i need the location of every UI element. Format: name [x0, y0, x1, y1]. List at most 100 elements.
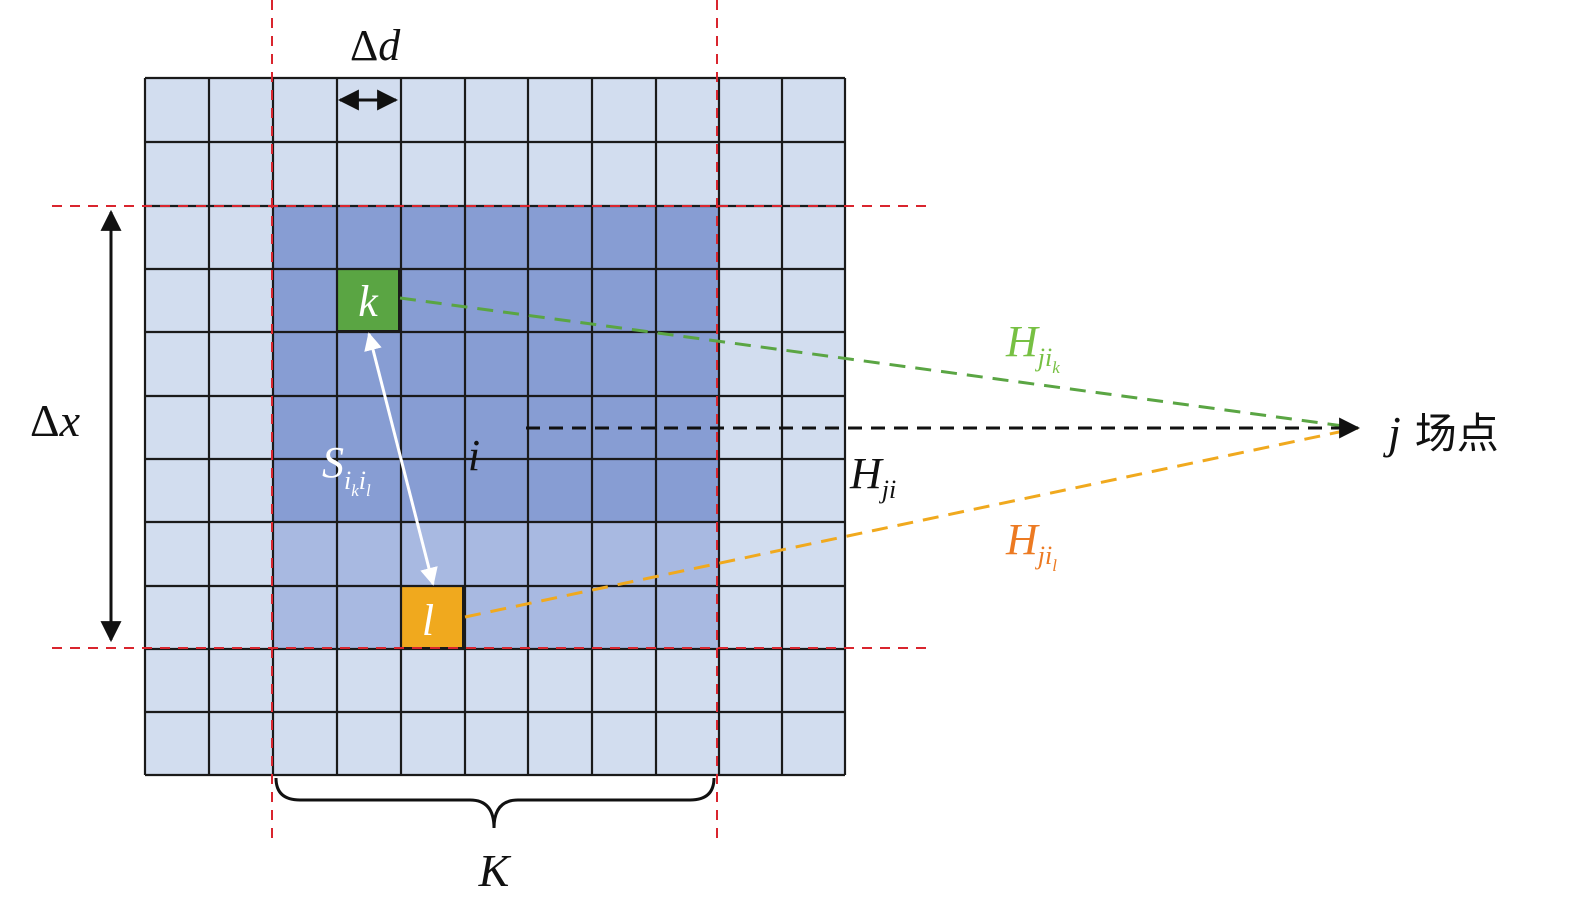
- grid-cell: [337, 332, 401, 396]
- grid-cell: [145, 142, 209, 206]
- delta-x-label: Δx: [30, 395, 81, 446]
- center-i-label: i: [468, 431, 480, 480]
- grid-cell: [782, 78, 845, 142]
- delta-d-label: Δd: [350, 21, 401, 70]
- grid-cell: [656, 332, 719, 396]
- grid-cell: [145, 712, 209, 775]
- grid-cell: [337, 712, 401, 775]
- grid-cell: [465, 586, 528, 649]
- grid-cell: [528, 206, 592, 269]
- grid-cell: [465, 712, 528, 775]
- cell-k-label: k: [358, 277, 379, 326]
- grid-cell: [656, 206, 719, 269]
- grid-cell: [656, 712, 719, 775]
- grid-cell: [401, 206, 465, 269]
- grid-cell: [656, 522, 719, 586]
- grid-cell: [465, 522, 528, 586]
- grid-cell: [465, 396, 528, 459]
- ray-orange-l: [464, 426, 1359, 619]
- grid-cell: [592, 269, 656, 332]
- grid-cell: [401, 332, 465, 396]
- grid-cell: [782, 586, 845, 649]
- grid-cell: [528, 78, 592, 142]
- h-jil-label: Hjil: [1005, 515, 1057, 575]
- grid-cell: [656, 78, 719, 142]
- grid-cell: [719, 649, 782, 712]
- red-guide-lines: [52, 0, 930, 845]
- grid-cell: [528, 586, 592, 649]
- grid-cell: [209, 396, 273, 459]
- grid-cell: [465, 78, 528, 142]
- grid-cell: [209, 78, 273, 142]
- grid-cell: [465, 269, 528, 332]
- grid-cell: [209, 269, 273, 332]
- grid-cell: [145, 586, 209, 649]
- grid-cell: [401, 649, 465, 712]
- grid-cell: [719, 206, 782, 269]
- grid-cell: [209, 206, 273, 269]
- grid-cell: [145, 269, 209, 332]
- grid-cell: [273, 586, 337, 649]
- grid-cell: [273, 522, 337, 586]
- grid-cell: [465, 459, 528, 522]
- grid-cell: [719, 522, 782, 586]
- grid-cell: [782, 712, 845, 775]
- grid-cell: [719, 459, 782, 522]
- grid-cell: [528, 522, 592, 586]
- grid-cell: [209, 459, 273, 522]
- grid-cell: [273, 269, 337, 332]
- h-jik-label: Hjik: [1005, 317, 1060, 377]
- grid-cell: [273, 396, 337, 459]
- grid-cell: [719, 332, 782, 396]
- grid-cell: [656, 142, 719, 206]
- grid-cell: [528, 332, 592, 396]
- grid-cell: [719, 396, 782, 459]
- grid-cell: [592, 586, 656, 649]
- grid-cell: [209, 522, 273, 586]
- grid-cell: [465, 142, 528, 206]
- grid-cell: [209, 712, 273, 775]
- grid-cell: [592, 649, 656, 712]
- grid-cell: [337, 78, 401, 142]
- cell-l: [400, 585, 464, 649]
- grid-cell: [465, 649, 528, 712]
- cell-l-label: l: [422, 596, 434, 645]
- brace-k-label: K: [478, 845, 512, 896]
- grid-cell: [782, 206, 845, 269]
- grid-cell: [145, 649, 209, 712]
- grid-cell: [782, 142, 845, 206]
- grid-cell: [273, 332, 337, 396]
- grid-cell: [656, 269, 719, 332]
- grid-cell: [401, 712, 465, 775]
- distance-arrow-s: [364, 332, 438, 586]
- h-ji-label: Hji: [849, 449, 896, 504]
- grid-cell: [209, 649, 273, 712]
- grid-cell: [782, 332, 845, 396]
- grid-cell: [782, 459, 845, 522]
- grid-cell: [337, 586, 401, 649]
- grid-cell: [592, 206, 656, 269]
- grid-cell: [209, 142, 273, 206]
- grid-cell: [528, 649, 592, 712]
- grid-cell: [465, 332, 528, 396]
- grid-cell: [465, 206, 528, 269]
- grid-cell: [782, 649, 845, 712]
- grid-cell: [592, 142, 656, 206]
- grid-cell: [528, 142, 592, 206]
- grid-cell: [719, 78, 782, 142]
- grid-cell: [656, 586, 719, 649]
- grid-cell: [337, 649, 401, 712]
- grid-cell: [401, 142, 465, 206]
- grid-cell: [528, 712, 592, 775]
- grid-cell: [337, 522, 401, 586]
- grid-cell: [656, 459, 719, 522]
- grid-cell: [592, 712, 656, 775]
- grid-cell: [145, 522, 209, 586]
- grid-cell: [592, 332, 656, 396]
- grid-cell: [145, 459, 209, 522]
- grid-cell: [719, 586, 782, 649]
- grid-cell: [273, 712, 337, 775]
- grid-cell: [145, 78, 209, 142]
